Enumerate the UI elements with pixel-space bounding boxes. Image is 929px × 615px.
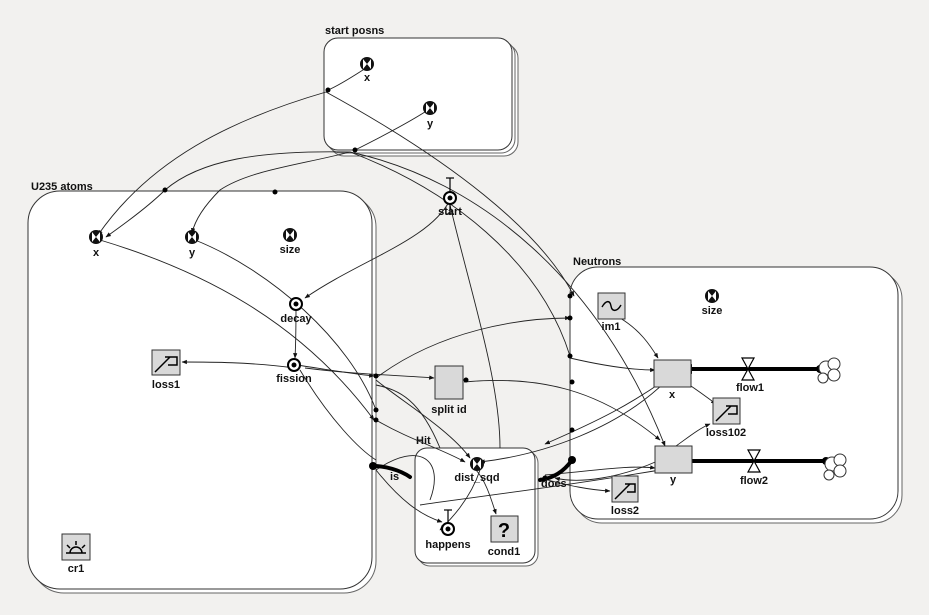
event-label: happens bbox=[425, 539, 470, 551]
loss-label: loss2 bbox=[611, 505, 639, 517]
variable-n-size[interactable]: size bbox=[702, 289, 723, 317]
loss-label: loss1 bbox=[152, 379, 180, 391]
variable-icon bbox=[423, 101, 437, 115]
event-decay[interactable]: decay bbox=[280, 297, 312, 325]
compartment-label: x bbox=[669, 389, 676, 401]
question-icon bbox=[490, 515, 519, 543]
variable-u-x[interactable]: x bbox=[89, 230, 103, 259]
flow-label: flow1 bbox=[736, 382, 764, 394]
variable-split-id[interactable]: split id bbox=[431, 365, 467, 416]
variable-icon bbox=[185, 230, 199, 244]
compartment-box bbox=[653, 359, 692, 388]
variable-dist-sqd[interactable]: dist_sqd bbox=[454, 457, 500, 484]
loss-loss2[interactable]: loss2 bbox=[611, 475, 639, 517]
event-start[interactable]: start bbox=[438, 177, 462, 218]
immigration-label: im1 bbox=[602, 321, 621, 333]
does-label: does bbox=[541, 478, 567, 490]
variable-icon bbox=[470, 457, 484, 471]
u235-title: U235 atoms bbox=[31, 181, 93, 193]
flow-flow2[interactable]: flow2 bbox=[740, 449, 768, 487]
creation-label: cr1 bbox=[68, 563, 85, 575]
variable-icon bbox=[283, 228, 297, 242]
compartment-n-x[interactable]: x bbox=[653, 359, 692, 401]
cloud-icon bbox=[817, 357, 841, 384]
flow-flow1[interactable]: flow1 bbox=[736, 357, 764, 394]
junction-dots bbox=[162, 87, 575, 481]
variable-icon bbox=[705, 289, 719, 303]
loss-label: loss102 bbox=[706, 427, 746, 439]
variable-box bbox=[434, 365, 464, 400]
variable-icon bbox=[89, 230, 103, 244]
variable-label: size bbox=[702, 305, 723, 317]
cloud-icon bbox=[823, 453, 847, 481]
neutrons-title: Neutrons bbox=[573, 256, 621, 268]
event-happens[interactable]: happens bbox=[425, 509, 471, 551]
variable-u-size[interactable]: size bbox=[280, 228, 301, 256]
variable-label: y bbox=[427, 118, 434, 130]
variable-label: size bbox=[280, 244, 301, 256]
condition-label: cond1 bbox=[488, 546, 520, 558]
variable-label: y bbox=[189, 247, 196, 259]
variable-label: dist_sqd bbox=[454, 472, 499, 484]
is-label: is bbox=[390, 471, 399, 483]
start-posns-container[interactable]: start posns bbox=[323, 25, 519, 157]
flow-label: flow2 bbox=[740, 475, 768, 487]
variable-u-y[interactable]: y bbox=[185, 230, 199, 259]
valve-icon bbox=[740, 357, 756, 381]
variable-icon bbox=[360, 57, 374, 71]
variable-label: split id bbox=[431, 404, 466, 416]
compartment-box bbox=[654, 445, 693, 474]
u235-atoms-container[interactable]: U235 atoms bbox=[27, 181, 377, 594]
loss-loss102[interactable]: loss102 bbox=[706, 397, 746, 439]
variable-label: x bbox=[364, 72, 371, 84]
start-posns-title: start posns bbox=[325, 25, 384, 37]
event-fission[interactable]: fission bbox=[276, 358, 312, 385]
event-label: fission bbox=[276, 373, 312, 385]
immigration-im1[interactable]: im1 bbox=[597, 292, 626, 333]
creation-cr1[interactable]: cr1 bbox=[61, 533, 91, 575]
variable-sp-x[interactable]: x bbox=[360, 57, 374, 84]
event-label: start bbox=[438, 206, 462, 218]
compartment-label: y bbox=[670, 474, 677, 486]
hit-title: Hit bbox=[416, 435, 431, 447]
svg-text:?: ? bbox=[498, 520, 510, 542]
event-label: decay bbox=[280, 313, 312, 325]
variable-label: x bbox=[93, 247, 100, 259]
valve-icon bbox=[746, 449, 762, 473]
loss-loss1[interactable]: loss1 bbox=[151, 349, 181, 391]
compartment-n-y[interactable]: y bbox=[654, 445, 693, 486]
condition-cond1[interactable]: ? cond1 bbox=[488, 515, 520, 558]
variable-sp-y[interactable]: y bbox=[423, 101, 437, 130]
